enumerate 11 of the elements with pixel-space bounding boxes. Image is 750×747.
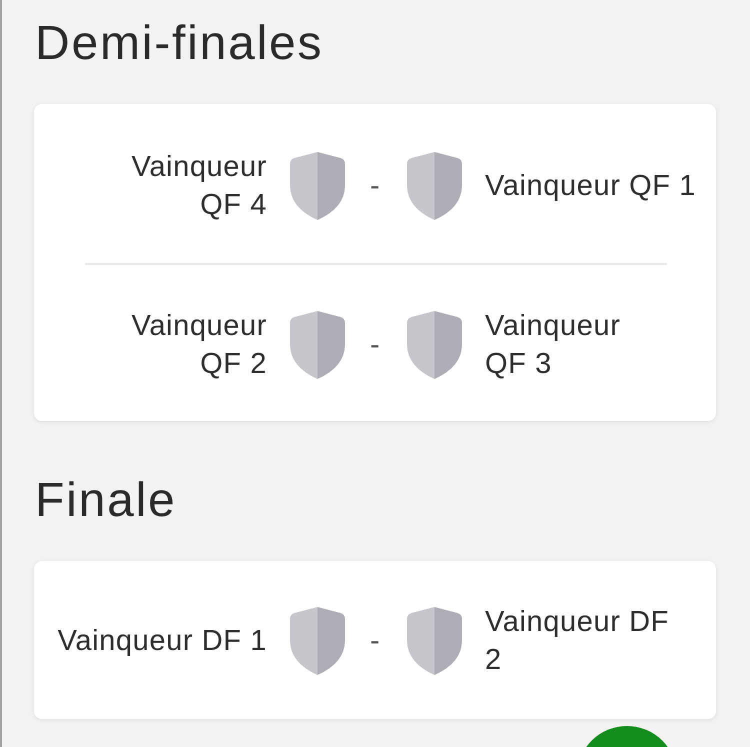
team-name: Vainqueur QF 1 xyxy=(485,169,696,204)
team-name: Vainqueur DF 1 xyxy=(58,624,267,659)
section-heading: Demi-finales xyxy=(35,16,324,72)
score-separator: - xyxy=(370,169,380,204)
team-name: Vainqueur QF 2 xyxy=(130,309,267,382)
score-separator: - xyxy=(370,624,380,659)
team-name: Vainqueur QF 4 xyxy=(130,150,267,223)
team-name: Vainqueur QF 3 xyxy=(485,309,622,382)
team-name: Vainqueur DF 2 xyxy=(485,605,670,678)
section-heading: Finale xyxy=(35,473,177,529)
score-separator: - xyxy=(370,328,380,363)
